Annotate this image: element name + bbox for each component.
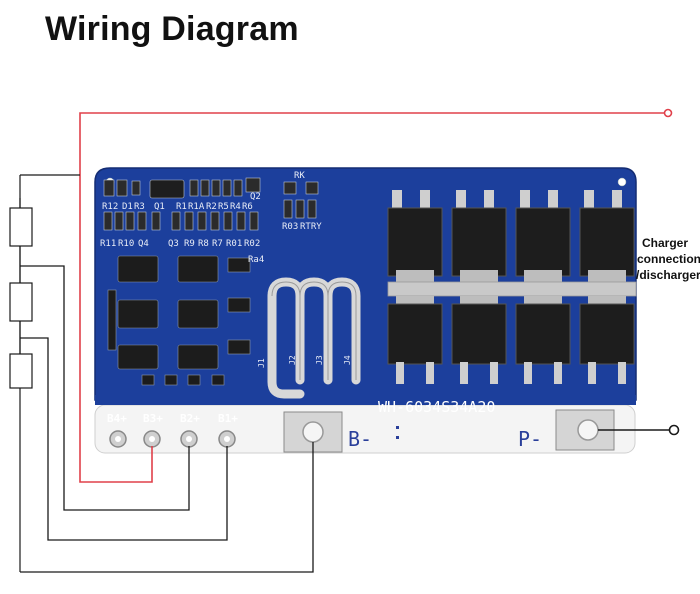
- silk-r8: R8: [198, 239, 209, 249]
- mosfet: [387, 190, 443, 282]
- tap-label-b4: B4+: [107, 412, 127, 425]
- silk-r7: R7: [212, 239, 223, 249]
- jumper-strap-edges: [271, 281, 357, 380]
- silk-r3: R3: [134, 202, 145, 212]
- silk-r10: R10: [118, 239, 134, 249]
- silk-q2: Q2: [250, 192, 261, 202]
- tap-label-b3: B3+: [143, 412, 163, 425]
- mosfet: [579, 296, 635, 384]
- p-minus-label: P-: [518, 427, 542, 451]
- silk-ra4: Ra4: [248, 255, 264, 265]
- label-j3: J3: [315, 355, 324, 365]
- mosfet: [387, 296, 443, 384]
- silk-d1: D1: [122, 202, 133, 212]
- mosfet: [515, 296, 571, 384]
- dots: [396, 426, 399, 439]
- silk-r4: R4: [230, 202, 241, 212]
- tap-label-b1: B1+: [218, 412, 238, 425]
- p-minus-wire: [598, 424, 680, 436]
- cell-tap-pads: [109, 430, 236, 448]
- silk-r01: R01: [226, 239, 242, 249]
- board-model-label: WH-6034S34A20: [378, 398, 495, 416]
- silk-r1: R1: [176, 202, 187, 212]
- ic-chips: [107, 255, 251, 386]
- silk-rtry: RTRY: [300, 222, 322, 232]
- mosfet-bottom-row: [387, 296, 635, 384]
- battery-pack: [9, 174, 80, 572]
- mosfet: [579, 190, 635, 282]
- silk-r02: R02: [244, 239, 260, 249]
- silk-r03: R03: [282, 222, 298, 232]
- tap-wires: [20, 265, 314, 573]
- silk-q4: Q4: [138, 239, 149, 249]
- mosfet-top-row: [387, 190, 635, 282]
- connector-labels: J1 J2 J3 J4: [257, 355, 352, 368]
- silk-r1a: R1A: [188, 202, 205, 212]
- mosfet: [451, 296, 507, 384]
- label-j4: J4: [343, 355, 352, 365]
- mosfet: [451, 190, 507, 282]
- silk-r2: R2: [206, 202, 217, 212]
- silk-r12: R12: [102, 202, 118, 212]
- silk-r9: R9: [184, 239, 195, 249]
- label-j2: J2: [288, 355, 297, 365]
- silk-r5: R5: [218, 202, 229, 212]
- charger-label-line2: connection: [637, 252, 700, 266]
- label-j1: J1: [257, 358, 266, 368]
- silkscreen-labels: R12 D1 R3 Q1 R1 R1A R2 R5 R4 R6 Q2 RK R0…: [100, 171, 322, 265]
- red-wire: [79, 108, 673, 483]
- mosfet: [515, 190, 571, 282]
- charger-label-line1: Charger: [642, 236, 689, 250]
- page-title: Wiring Diagram: [45, 10, 299, 48]
- b-minus-label: B-: [348, 427, 372, 451]
- silk-r6: R6: [242, 202, 253, 212]
- silk-q1: Q1: [154, 202, 165, 212]
- charger-label-line3: /discharger: [636, 268, 700, 282]
- silk-r11: R11: [100, 239, 116, 249]
- tap-label-b2: B2+: [180, 412, 200, 425]
- silk-q3: Q3: [168, 239, 179, 249]
- cell-tap-labels: B4+ B3+ B2+ B1+: [107, 412, 238, 425]
- p-minus-pad: P-: [518, 409, 615, 451]
- silk-rk: RK: [294, 171, 305, 181]
- heat-bar: [387, 281, 637, 297]
- smd-components: [103, 177, 319, 231]
